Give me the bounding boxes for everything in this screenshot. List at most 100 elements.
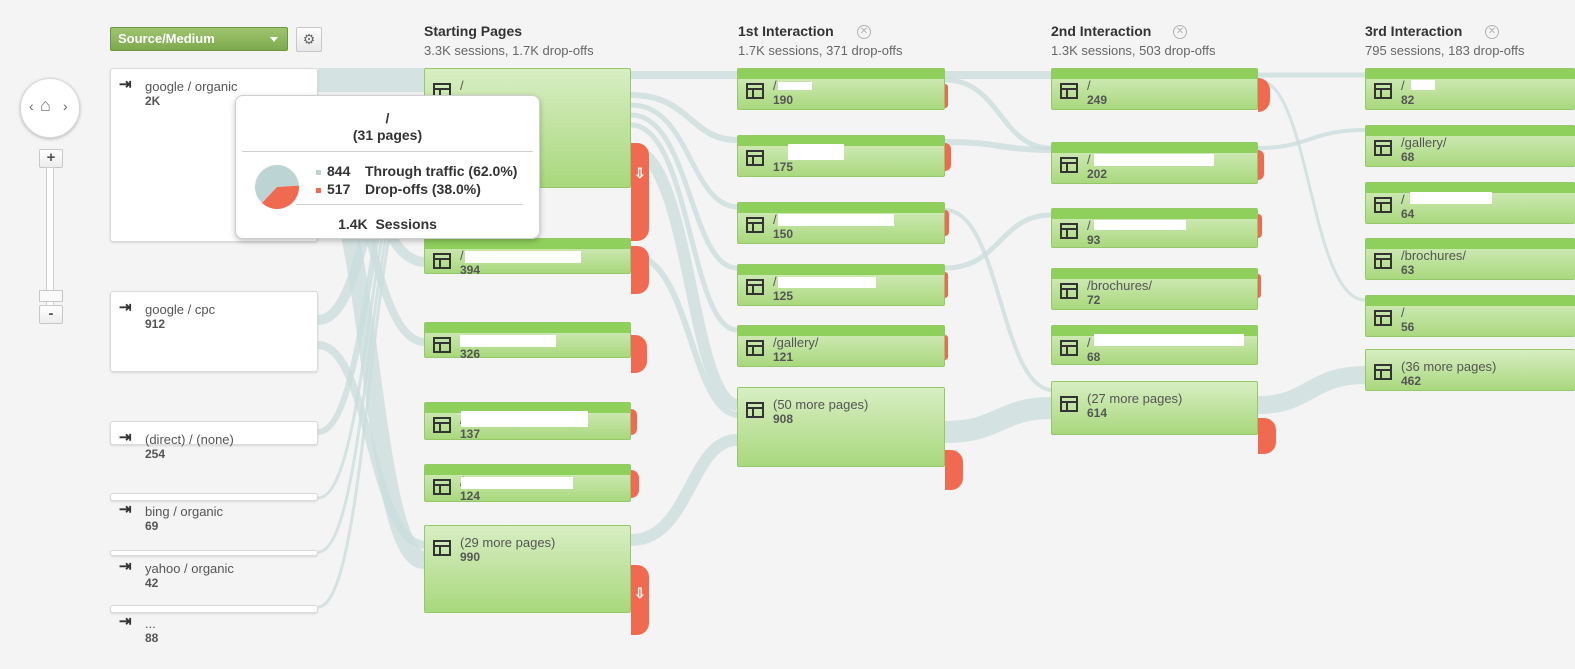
dropoff-bar[interactable]: ⇩ bbox=[631, 565, 649, 635]
redacted-text bbox=[1094, 154, 1214, 166]
page-node[interactable]: /brochures/ 63 bbox=[1365, 238, 1575, 280]
dimension-dropdown[interactable]: Source/Medium bbox=[110, 27, 288, 51]
dropoff-arrow-icon: ⇩ bbox=[634, 585, 646, 601]
page-node[interactable]: / 394 bbox=[424, 238, 631, 277]
page-node[interactable]: / 93 bbox=[1051, 208, 1258, 248]
dropoff-bar[interactable] bbox=[631, 409, 637, 435]
page-label: / bbox=[460, 248, 464, 263]
page-node[interactable]: / 124 bbox=[424, 464, 631, 503]
page-count: 462 bbox=[1401, 374, 1422, 388]
page-node[interactable]: 175 bbox=[737, 135, 945, 177]
column-title: 2nd Interaction bbox=[1051, 23, 1152, 39]
page-count: 190 bbox=[773, 93, 794, 107]
through-traffic-bar bbox=[738, 265, 944, 275]
dropoff-bar[interactable] bbox=[945, 84, 948, 108]
source-node-yahoo-organic[interactable]: ⇥ yahoo / organic 42 bbox=[110, 550, 318, 590]
page-node[interactable]: /gallery/ 121 bbox=[737, 325, 945, 367]
settings-button[interactable]: ⚙ bbox=[296, 27, 322, 52]
page-count: 64 bbox=[1401, 207, 1415, 221]
page-node[interactable]: (29 more pages) 990 bbox=[424, 525, 631, 613]
dropoff-bar[interactable] bbox=[945, 143, 951, 171]
flow-link bbox=[944, 208, 1052, 392]
page-node[interactable]: / 56 bbox=[1365, 295, 1575, 337]
zoom-slider-track[interactable] bbox=[46, 167, 54, 309]
column-header-starting-pages: Starting Pages 3.3K sessions, 1.7K drop-… bbox=[424, 23, 594, 58]
page-node[interactable]: /brochures/ 72 bbox=[1051, 268, 1258, 310]
page-node[interactable]: / 64 bbox=[1365, 182, 1575, 224]
through-traffic-bar bbox=[1366, 296, 1575, 306]
page-node[interactable]: /gallery/ 68 bbox=[1365, 125, 1575, 167]
column-subtitle: 1.3K sessions, 503 drop-offs bbox=[1051, 43, 1216, 58]
page-node[interactable]: / 82 bbox=[1365, 68, 1575, 110]
dropoff-bar[interactable] bbox=[945, 335, 948, 360]
drop-count: 517 bbox=[327, 181, 351, 197]
page-icon bbox=[746, 340, 764, 356]
dropoff-bar[interactable] bbox=[631, 246, 649, 294]
page-icon bbox=[433, 479, 451, 495]
through-traffic-bar bbox=[1366, 239, 1575, 249]
through-traffic-bar bbox=[425, 465, 630, 475]
page-label: /gallery/ bbox=[773, 335, 819, 350]
close-icon[interactable]: ✕ bbox=[1485, 25, 1499, 39]
page-node[interactable]: 326 bbox=[424, 322, 631, 361]
tooltip-title: / bbox=[385, 110, 390, 126]
pie-slice-drop-offs bbox=[261, 185, 300, 210]
column-header-2nd-interaction: 2nd Interaction 1.3K sessions, 503 drop-… bbox=[1051, 23, 1216, 58]
source-node-google-cpc[interactable]: ⇥ google / cpc 912 bbox=[110, 291, 318, 372]
page-count: 202 bbox=[1087, 167, 1108, 181]
close-icon[interactable]: ✕ bbox=[857, 25, 871, 39]
source-label: ... bbox=[145, 616, 156, 631]
page-node[interactable]: (36 more pages) 462 bbox=[1365, 349, 1575, 391]
page-node[interactable]: / 137 bbox=[424, 402, 631, 441]
source-node-other[interactable]: ⇥ ... 88 bbox=[110, 605, 318, 645]
page-label: /gallery/ bbox=[1401, 135, 1447, 150]
dropoff-bar[interactable] bbox=[945, 272, 948, 298]
home-icon[interactable]: ⌂ bbox=[40, 95, 51, 115]
zoom-in-button[interactable]: + bbox=[39, 149, 63, 168]
page-icon bbox=[433, 540, 451, 556]
redacted-text bbox=[465, 251, 581, 263]
dropoff-bar[interactable] bbox=[1258, 274, 1261, 298]
flow-link bbox=[1257, 366, 1366, 414]
chevron-down-icon bbox=[270, 37, 278, 42]
through-traffic-bar bbox=[1366, 69, 1575, 79]
dimension-label: Source/Medium bbox=[118, 31, 215, 46]
close-icon[interactable]: ✕ bbox=[1173, 25, 1187, 39]
drop-label: Drop-offs (38.0%) bbox=[365, 181, 481, 197]
page-node[interactable]: (50 more pages) 908 bbox=[737, 387, 945, 467]
page-node[interactable]: / 68 bbox=[1051, 325, 1258, 365]
chevron-right-icon[interactable]: › bbox=[63, 98, 68, 114]
dropoff-bar[interactable] bbox=[1258, 78, 1270, 112]
dropoff-bar[interactable] bbox=[1258, 418, 1276, 454]
chevron-left-icon[interactable]: ‹ bbox=[29, 98, 34, 114]
zoom-slider-handle[interactable] bbox=[39, 290, 63, 302]
dropoff-bar[interactable]: ⇩ bbox=[631, 143, 649, 241]
source-node-direct[interactable]: ⇥ (direct) / (none) 254 bbox=[110, 421, 318, 461]
zoom-out-button[interactable]: - bbox=[39, 305, 63, 324]
page-icon bbox=[1060, 396, 1078, 412]
dropoff-bar[interactable] bbox=[1258, 214, 1262, 238]
page-label: / bbox=[773, 78, 777, 93]
page-node[interactable]: / 190 bbox=[737, 68, 945, 110]
dropoff-bar[interactable] bbox=[631, 335, 647, 373]
page-count: 93 bbox=[1087, 233, 1101, 247]
entrance-arrow-icon: ⇥ bbox=[119, 76, 132, 93]
dropoff-bar[interactable] bbox=[631, 470, 639, 498]
page-count: 990 bbox=[460, 550, 481, 564]
column-subtitle: 3.3K sessions, 1.7K drop-offs bbox=[424, 43, 594, 58]
page-node[interactable]: / 249 bbox=[1051, 68, 1258, 110]
through-label: Through traffic (62.0%) bbox=[365, 163, 518, 179]
through-traffic-bar bbox=[1366, 183, 1575, 193]
source-node-bing-organic[interactable]: ⇥ bing / organic 69 bbox=[110, 493, 318, 533]
page-node[interactable]: / 202 bbox=[1051, 142, 1258, 184]
redacted-text bbox=[461, 411, 588, 427]
dropoff-bar[interactable] bbox=[1258, 150, 1264, 180]
dropoff-bar[interactable] bbox=[945, 210, 949, 236]
page-count: 326 bbox=[460, 347, 481, 361]
page-node[interactable]: / 150 bbox=[737, 202, 945, 244]
column-header-3rd-interaction: 3rd Interaction 795 sessions, 183 drop-o… bbox=[1365, 23, 1524, 58]
page-node[interactable]: / 125 bbox=[737, 264, 945, 306]
dropoff-bar[interactable] bbox=[945, 450, 963, 490]
page-node[interactable]: (27 more pages) 614 bbox=[1051, 381, 1258, 435]
